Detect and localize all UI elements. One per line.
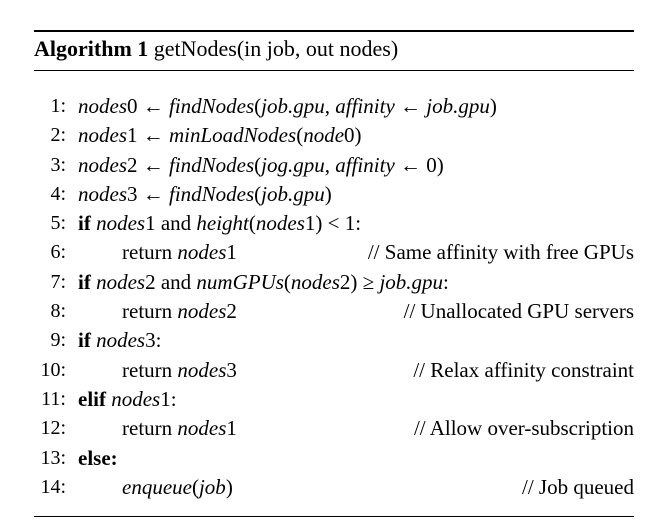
line-comment: // Same affinity with free GPUs (367, 240, 634, 265)
title-rule (34, 70, 634, 71)
line-number: 1: (50, 95, 66, 117)
line-number: 3: (50, 153, 66, 176)
algorithm-line: 5: if nodes1 and height(nodes1) < 1: (34, 209, 634, 238)
algorithm-line: 11: elif nodes1: (34, 385, 634, 414)
algorithm-line: 13: else: (34, 444, 634, 473)
keyword-if: if (78, 328, 91, 353)
line-code: nodes3 ← findNodes(job.gpu) (78, 181, 332, 206)
line-number: 11: (41, 387, 66, 410)
algorithm-line: 12: return nodes1 // Allow over-subscrip… (34, 414, 634, 443)
line-code: if nodes2 and numGPUs(nodes2) ≥ job.gpu: (78, 269, 449, 294)
line-comment: // Job queued (522, 474, 634, 499)
line-number: 8: (50, 300, 66, 323)
line-code: else: (78, 444, 118, 473)
line-code: elif nodes1: (78, 386, 177, 411)
algorithm-line: 4: nodes3 ← findNodes(job.gpu) (34, 180, 634, 209)
algorithm-line: 14: enqueue(job) // Job queued (34, 473, 634, 502)
line-number: 12: (40, 417, 66, 440)
keyword-else: else: (78, 445, 118, 470)
algorithm-line: 9: if nodes3: (34, 326, 634, 355)
line-code: nodes2 ← findNodes(jog.gpu, affinity ← 0… (78, 152, 444, 177)
line-code: if nodes3: (78, 328, 162, 353)
line-code: return nodes2 (122, 299, 237, 324)
line-number: 5: (50, 212, 66, 235)
algorithm-title: Algorithm 1 getNodes(in job, out nodes) (34, 32, 634, 62)
line-code: return nodes1 (122, 416, 237, 441)
algorithm-signature: getNodes(in job, out nodes) (153, 36, 399, 61)
algorithm-label: Algorithm 1 (34, 36, 149, 61)
line-comment: // Allow over-subscription (413, 416, 634, 441)
line-code: if nodes1 and height(nodes1) < 1: (78, 211, 362, 236)
line-code: return nodes3 (122, 357, 237, 382)
line-number: 6: (50, 241, 66, 264)
line-code: nodes1 ← minLoadNodes(node0) (78, 123, 362, 148)
algorithm-line: 6: return nodes1 // Same affinity with f… (34, 238, 634, 267)
keyword-elif: elif (78, 386, 106, 411)
algorithm-line: 8: return nodes2 // Unallocated GPU serv… (34, 297, 634, 326)
algorithm-block: Algorithm 1 getNodes(in job, out nodes) … (34, 30, 634, 518)
keyword-if: if (78, 211, 91, 236)
top-rule (34, 30, 634, 32)
line-code: return nodes1 (122, 240, 237, 265)
line-number: 4: (50, 182, 66, 205)
keyword-if: if (78, 269, 91, 294)
algorithm-line: 7: if nodes2 and numGPUs(nodes2) ≥ job.g… (34, 268, 634, 297)
line-number: 7: (50, 270, 66, 293)
line-comment: // Unallocated GPU servers (403, 299, 634, 324)
algorithm-line: 10: return nodes3 // Relax affinity cons… (34, 356, 634, 385)
line-number: 13: (40, 446, 66, 469)
algorithm-lines: 1: nodes0 ← findNodes(job.gpu, affinity … (34, 92, 634, 502)
line-number: 2: (50, 124, 66, 147)
line-code: enqueue(job) (122, 474, 233, 499)
line-number: 9: (50, 329, 66, 352)
algorithm-line: 2: nodes1 ← minLoadNodes(node0) (34, 121, 634, 150)
algorithm-line: 3: nodes2 ← findNodes(jog.gpu, affinity … (34, 151, 634, 180)
line-code: nodes0 ← findNodes(job.gpu, affinity ← j… (78, 94, 497, 118)
algorithm-line: 1: nodes0 ← findNodes(job.gpu, affinity … (34, 92, 634, 121)
line-number: 10: (40, 358, 66, 381)
line-comment: // Relax affinity constraint (413, 357, 634, 382)
line-number: 14: (40, 475, 66, 498)
bottom-rule (34, 516, 634, 518)
